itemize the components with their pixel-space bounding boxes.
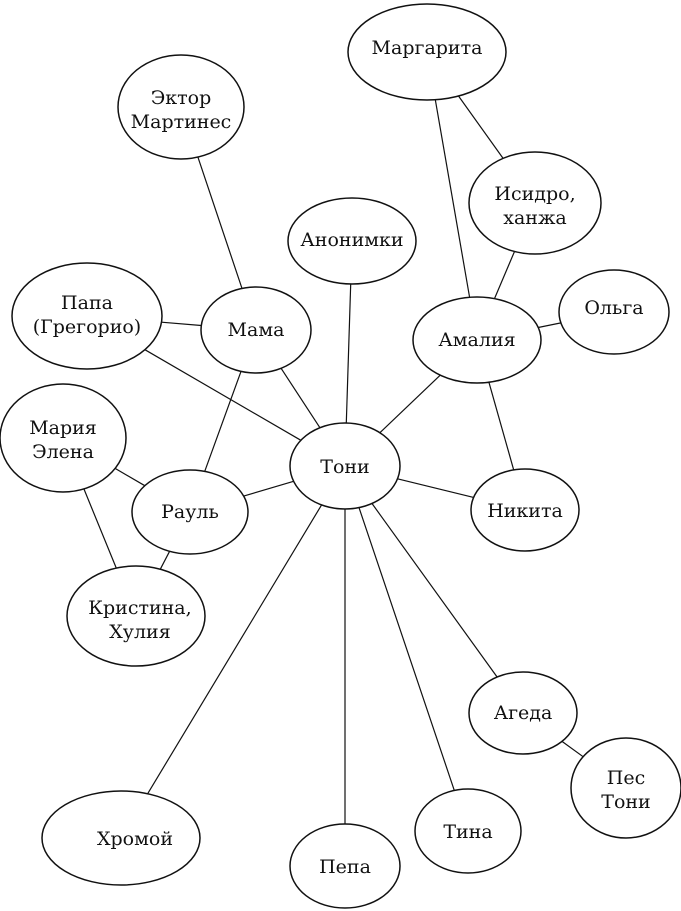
node-pepa-label: Пепа bbox=[319, 856, 371, 878]
edge-amalia-olga bbox=[538, 322, 562, 329]
node-isidro: Исидро,ханжа bbox=[468, 151, 602, 255]
node-margarita: Маргарита bbox=[347, 3, 507, 101]
node-isidro-label: Исидро,ханжа bbox=[494, 183, 575, 229]
node-raul: Рауль bbox=[131, 469, 249, 555]
node-margarita-label: Маргарита bbox=[372, 37, 483, 59]
node-nikita-label: Никита bbox=[487, 500, 563, 522]
node-olga: Ольга bbox=[558, 269, 670, 355]
edge-mama-raul bbox=[204, 371, 242, 472]
edge-toni-nikita bbox=[397, 478, 474, 498]
node-raul-label: Рауль bbox=[161, 501, 219, 523]
edge-maria-cristina bbox=[83, 488, 117, 569]
node-olga-label: Ольга bbox=[584, 297, 643, 319]
node-mama: Мама bbox=[200, 286, 312, 374]
node-anonymous: Анонимки bbox=[287, 197, 417, 285]
edge-raul-maria bbox=[114, 467, 146, 487]
edge-amalia-margarita bbox=[434, 99, 471, 298]
edge-toni-raul bbox=[243, 480, 294, 497]
node-tina: Тина bbox=[414, 788, 522, 874]
edge-toni-papa bbox=[144, 349, 302, 441]
edge-amalia-isidro bbox=[493, 251, 516, 299]
node-mama-label: Мама bbox=[228, 319, 285, 341]
edge-toni-amalia bbox=[379, 374, 441, 434]
node-papa-label: Папа(Грегорио) bbox=[33, 292, 141, 338]
edges-layer bbox=[83, 95, 584, 824]
edge-margarita-isidro bbox=[458, 95, 504, 159]
edge-toni-mama bbox=[280, 367, 321, 429]
edge-mama-hector bbox=[197, 156, 243, 289]
edge-raul-cristina bbox=[159, 551, 171, 570]
node-lame-label: Хромой bbox=[97, 828, 173, 850]
edge-amalia-nikita bbox=[488, 382, 515, 471]
edge-mama-papa bbox=[161, 321, 202, 327]
node-nikita: Никита bbox=[470, 468, 580, 552]
node-cristina: Кристина,Хулия bbox=[66, 565, 206, 667]
node-anonymous-label: Анонимки bbox=[300, 229, 403, 251]
edge-toni-lame bbox=[147, 504, 323, 795]
node-amalia: Амалия bbox=[412, 296, 542, 384]
node-cristina-label: Кристина,Хулия bbox=[88, 597, 191, 643]
node-tina-label: Тина bbox=[443, 821, 492, 843]
edge-ageda-dog bbox=[561, 740, 584, 758]
node-toni-label: Тони bbox=[320, 456, 369, 478]
edge-toni-ageda bbox=[371, 503, 498, 678]
node-ageda-label: Агеда bbox=[494, 702, 553, 724]
node-pepa: Пепа bbox=[289, 823, 401, 909]
node-lame: Хромой bbox=[41, 790, 201, 886]
node-amalia-label: Амалия bbox=[438, 329, 515, 351]
node-papa: Папа(Грегорио) bbox=[11, 262, 163, 370]
node-toni: Тони bbox=[289, 422, 401, 510]
node-ageda: Агеда bbox=[468, 671, 578, 755]
edge-toni-anonymous bbox=[345, 283, 352, 424]
edge-toni-tina bbox=[358, 507, 455, 791]
